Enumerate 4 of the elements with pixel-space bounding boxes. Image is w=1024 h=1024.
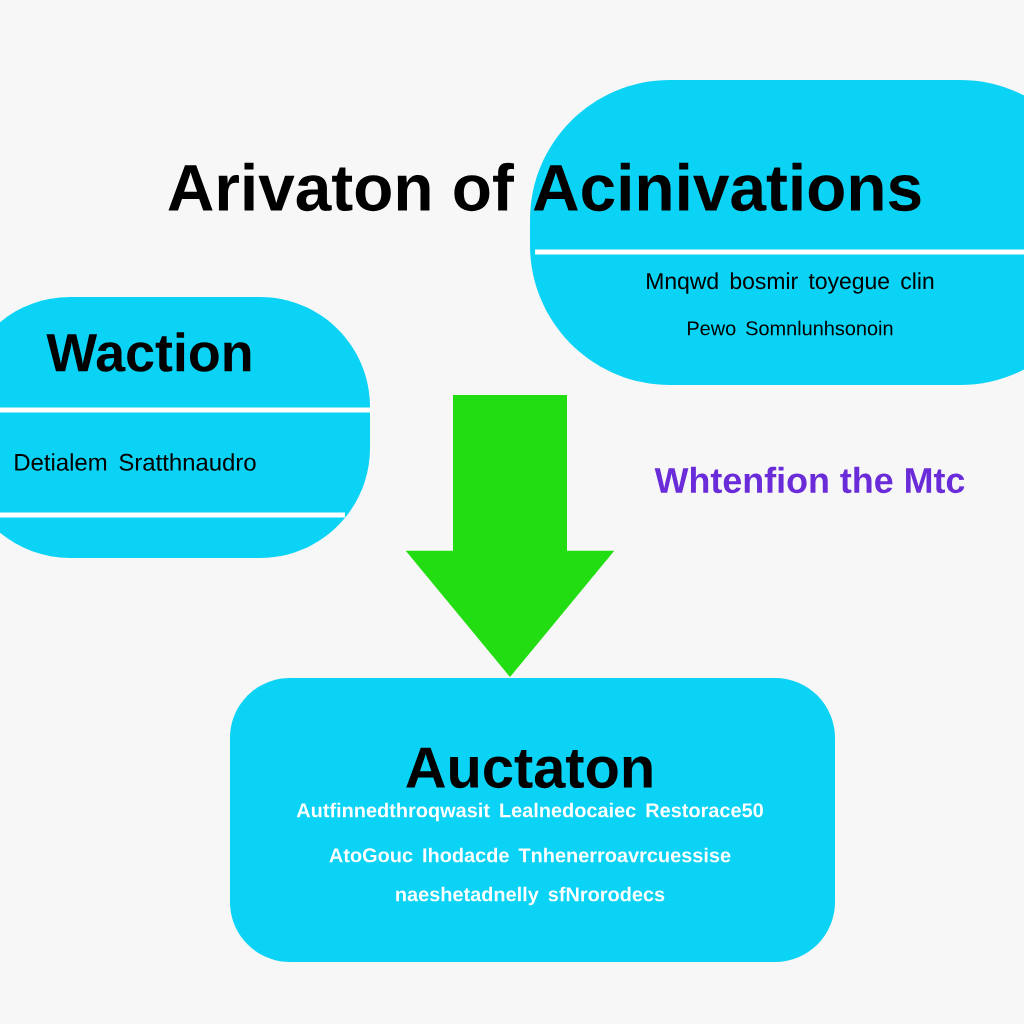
- process-box: Auctaton Autfinnedthroqwasit Lealnedocaiec Restorace50 AtoGouc Ihodacde Tnhenerroavrcuessise naeshetadnelly sfNrorodecs: [230, 678, 835, 962]
- process-box: Waction Detialem Sratthnaudro: [0, 297, 370, 558]
- title: Arivaton of Acinivations: [168, 162, 921, 212]
- label: Whtenfion the Mtc: [654, 466, 965, 494]
